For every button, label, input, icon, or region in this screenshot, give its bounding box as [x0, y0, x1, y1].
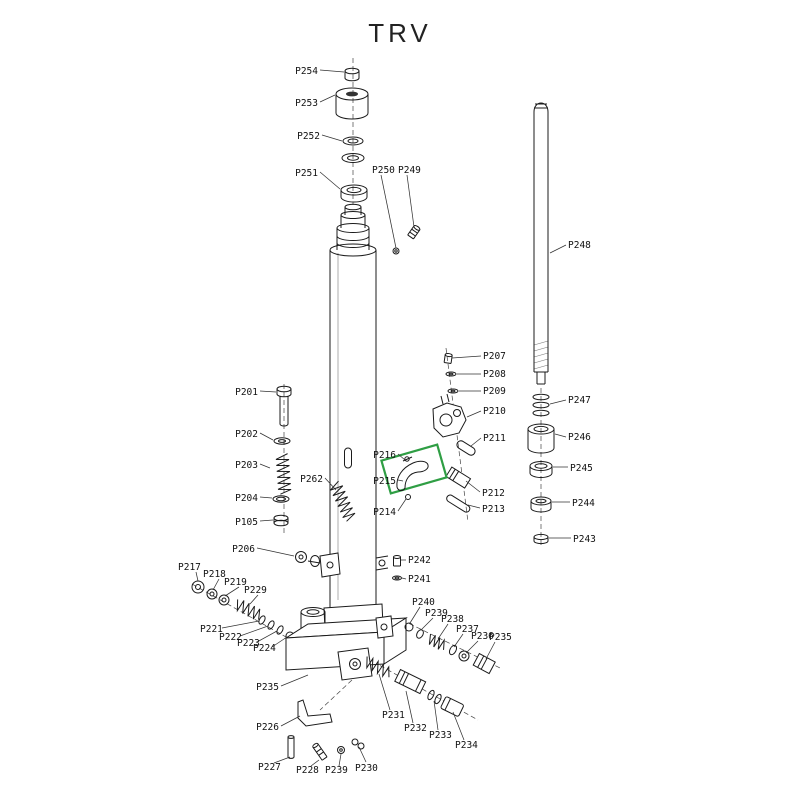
- top-screws: [392, 225, 421, 255]
- part-label-p213: P213: [482, 504, 505, 515]
- part-label-p234: P234: [455, 740, 478, 751]
- part-label-p235b: P235: [256, 682, 279, 693]
- part-label-p210: P210: [483, 406, 506, 417]
- release-valve-assembly: [432, 352, 476, 513]
- part-label-p221: P221: [200, 624, 223, 635]
- part-label-p243: P243: [573, 534, 596, 545]
- bottom-piston-assembly: [366, 656, 464, 717]
- part-label-p233: P233: [429, 730, 452, 741]
- part-label-p232: P232: [404, 723, 427, 734]
- highlight-box: [380, 443, 448, 495]
- part-label-p249: P249: [398, 165, 421, 176]
- part-label-p226: P226: [256, 722, 279, 733]
- part-label-p239b: P239: [325, 765, 348, 776]
- part-label-p214: P214: [373, 507, 396, 518]
- handle-highlight: [380, 443, 448, 500]
- part-label-p207: P207: [483, 351, 506, 362]
- part-label-p246: P246: [568, 432, 591, 443]
- right-seal-stack: [527, 393, 555, 545]
- part-label-p222: P222: [219, 632, 242, 643]
- part-label-p209: P209: [483, 386, 506, 397]
- part-label-p202: P202: [235, 429, 258, 440]
- part-label-p228: P228: [296, 765, 319, 776]
- bottom-hook-parts: [287, 699, 365, 761]
- part-label-p223: P223: [237, 638, 260, 649]
- part-label-p240: P240: [412, 597, 435, 608]
- part-label-p227: P227: [258, 762, 281, 773]
- part-label-p215: P215: [373, 476, 396, 487]
- leader-lines: [195, 69, 571, 767]
- part-label-p245: P245: [570, 463, 593, 474]
- part-label-p218: P218: [203, 569, 226, 580]
- part-label-p229a: P229: [244, 585, 267, 596]
- part-label-p217: P217: [178, 562, 201, 573]
- part-label-p253: P253: [295, 98, 318, 109]
- part-label-p203: P203: [235, 460, 258, 471]
- part-labels: P254 P253 P252 P251 P250 P249 P248 P247 …: [178, 66, 596, 776]
- part-label-p248: P248: [568, 240, 591, 251]
- part-label-p252: P252: [297, 131, 320, 142]
- part-label-p237: P237: [456, 624, 479, 635]
- part-label-p241: P241: [408, 574, 431, 585]
- part-label-p236: P236: [471, 631, 494, 642]
- part-label-p235a: P235: [489, 632, 512, 643]
- top-cap-stack: [335, 67, 369, 203]
- part-label-p224: P224: [253, 643, 276, 654]
- part-label-p254: P254: [295, 66, 318, 77]
- part-label-p219: P219: [224, 577, 247, 588]
- part-label-p208: P208: [483, 369, 506, 380]
- side-bolt-washer: [392, 555, 402, 581]
- part-label-p216: P216: [373, 450, 396, 461]
- part-label-p206: P206: [232, 544, 255, 555]
- part-label-p262: P262: [300, 474, 323, 485]
- diagram-title: TRV: [368, 18, 432, 48]
- part-label-p238: P238: [441, 614, 464, 625]
- part-label-p212: P212: [482, 488, 505, 499]
- base-assembly: [284, 607, 408, 681]
- left-pin-spring-stack: [272, 385, 356, 578]
- part-label-p105: P105: [235, 517, 258, 528]
- part-label-p244: P244: [572, 498, 595, 509]
- part-label-p204: P204: [235, 493, 258, 504]
- part-label-p250: P250: [372, 165, 395, 176]
- part-label-p242: P242: [408, 555, 431, 566]
- part-label-p230: P230: [355, 763, 378, 774]
- pump-handle-rod: [533, 102, 549, 385]
- part-label-p247: P247: [568, 395, 591, 406]
- part-label-p211: P211: [483, 433, 506, 444]
- right-valve-chain: [404, 622, 496, 675]
- part-label-p231: P231: [382, 710, 405, 721]
- part-label-p201: P201: [235, 387, 258, 398]
- part-label-p239a: P239: [425, 608, 448, 619]
- part-label-p251: P251: [295, 168, 318, 179]
